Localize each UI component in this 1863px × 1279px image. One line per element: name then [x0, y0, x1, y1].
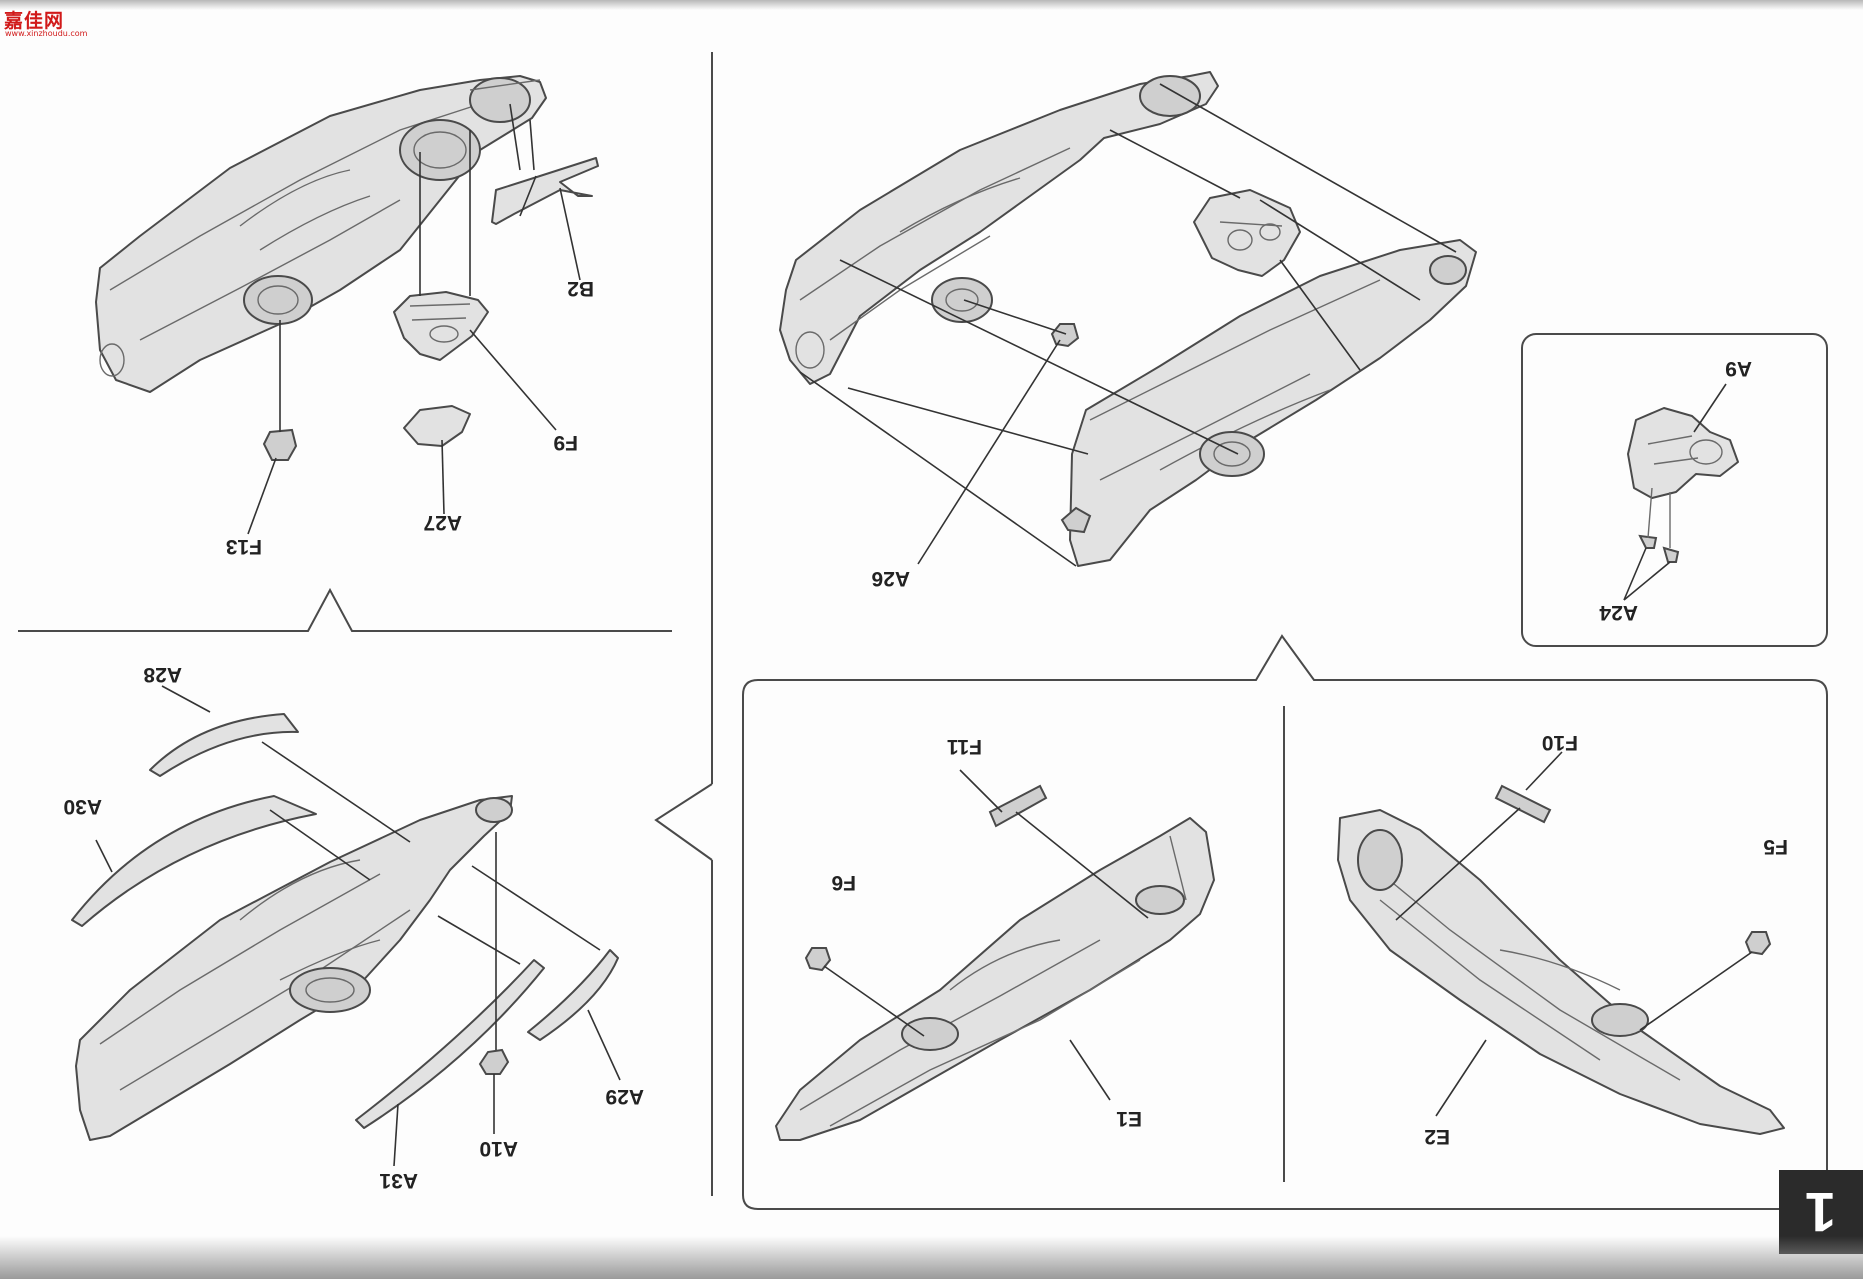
- part-f10-plate: [1395, 751, 1563, 921]
- part-a10-small-part: [478, 832, 510, 1134]
- label-a24: A24: [1599, 601, 1638, 624]
- label-e1: E1: [1116, 1107, 1142, 1130]
- part-e2-fuselage-half: [1337, 809, 1785, 1135]
- fuselage-assembly-top-right: [779, 71, 1219, 385]
- part-a29-side-strip: [471, 865, 621, 1081]
- watermark-main-text: 嘉佳网: [4, 10, 65, 32]
- label-e2: E2: [1424, 1125, 1450, 1148]
- scan-bottom-shadow: [0, 1236, 1863, 1279]
- watermark-url-text: www.xinzhoudu.com: [5, 29, 88, 38]
- part-a24-control-sticks: [1623, 487, 1680, 601]
- label-f5: F5: [1763, 835, 1788, 858]
- label-a26: A26: [871, 567, 910, 590]
- part-a26-fuselage-lower-half: [1060, 239, 1477, 567]
- part-a9-seat: [1627, 383, 1739, 499]
- part-f13-small-bracket: [247, 428, 298, 535]
- watermark-logo: 嘉佳网 www.xinzhoudu.com: [4, 6, 87, 40]
- label-f10: F10: [1542, 731, 1578, 754]
- leaders-top-right-assembly: [799, 83, 1457, 567]
- label-f11: F11: [947, 735, 982, 758]
- part-f11-plate: [959, 769, 1149, 919]
- label-a9: A9: [1725, 357, 1752, 380]
- part-a26-small-insert: [917, 323, 1080, 565]
- label-a10: A10: [479, 1137, 518, 1160]
- scan-top-shadow: [0, 0, 1863, 10]
- part-e1-fuselage-half: [775, 817, 1215, 1141]
- fuselage-assembly-bottom-left: [75, 795, 513, 1141]
- label-f13: F13: [226, 535, 262, 558]
- part-b2-antenna: [491, 157, 599, 281]
- part-cockpit-tub: [1193, 189, 1301, 277]
- part-f5-small-block: [1639, 931, 1772, 1031]
- label-a29: A29: [605, 1085, 644, 1108]
- label-b2: B2: [567, 277, 594, 300]
- part-a27-windscreen: [403, 405, 471, 515]
- label-a28: A28: [143, 663, 182, 686]
- label-f9: F9: [553, 431, 578, 454]
- leaders-top-left-assembly: [279, 103, 535, 432]
- part-f6-small-block: [804, 947, 925, 1037]
- part-a31-side-strip: [355, 915, 545, 1167]
- label-a30: A30: [63, 795, 102, 818]
- fuselage-assembly-top-left: [95, 75, 547, 393]
- part-a28-canopy-rail: [149, 685, 411, 843]
- part-f9-canopy-frame: [393, 291, 557, 431]
- label-a31: A31: [379, 1169, 418, 1192]
- part-a30-canopy-rail: [71, 795, 371, 927]
- label-a27: A27: [423, 511, 462, 534]
- label-f6: F6: [831, 871, 856, 894]
